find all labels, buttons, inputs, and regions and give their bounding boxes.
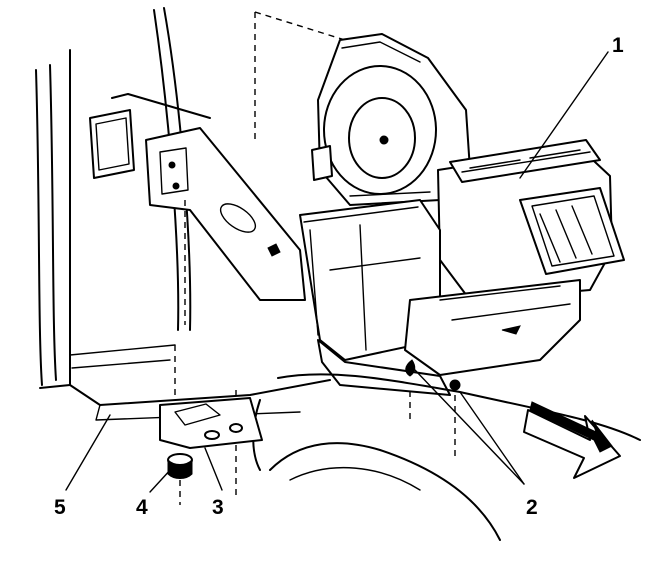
arrow-icon (523, 401, 621, 479)
dash-panel (35, 7, 331, 421)
nut-fastener (167, 453, 193, 505)
mounting-bracket (159, 397, 263, 449)
support-brace (145, 127, 306, 301)
leader-lines (65, 51, 609, 493)
lower-module-case (299, 199, 581, 396)
upper-bracket (89, 93, 211, 179)
callout-5: 5 (54, 496, 66, 519)
callout-3: 3 (212, 496, 224, 519)
callout-4: 4 (136, 496, 148, 519)
callout-1: 1 (612, 34, 624, 57)
evaporator-case (437, 139, 625, 301)
guide-lines (174, 11, 456, 500)
callout-2: 2 (526, 496, 538, 519)
